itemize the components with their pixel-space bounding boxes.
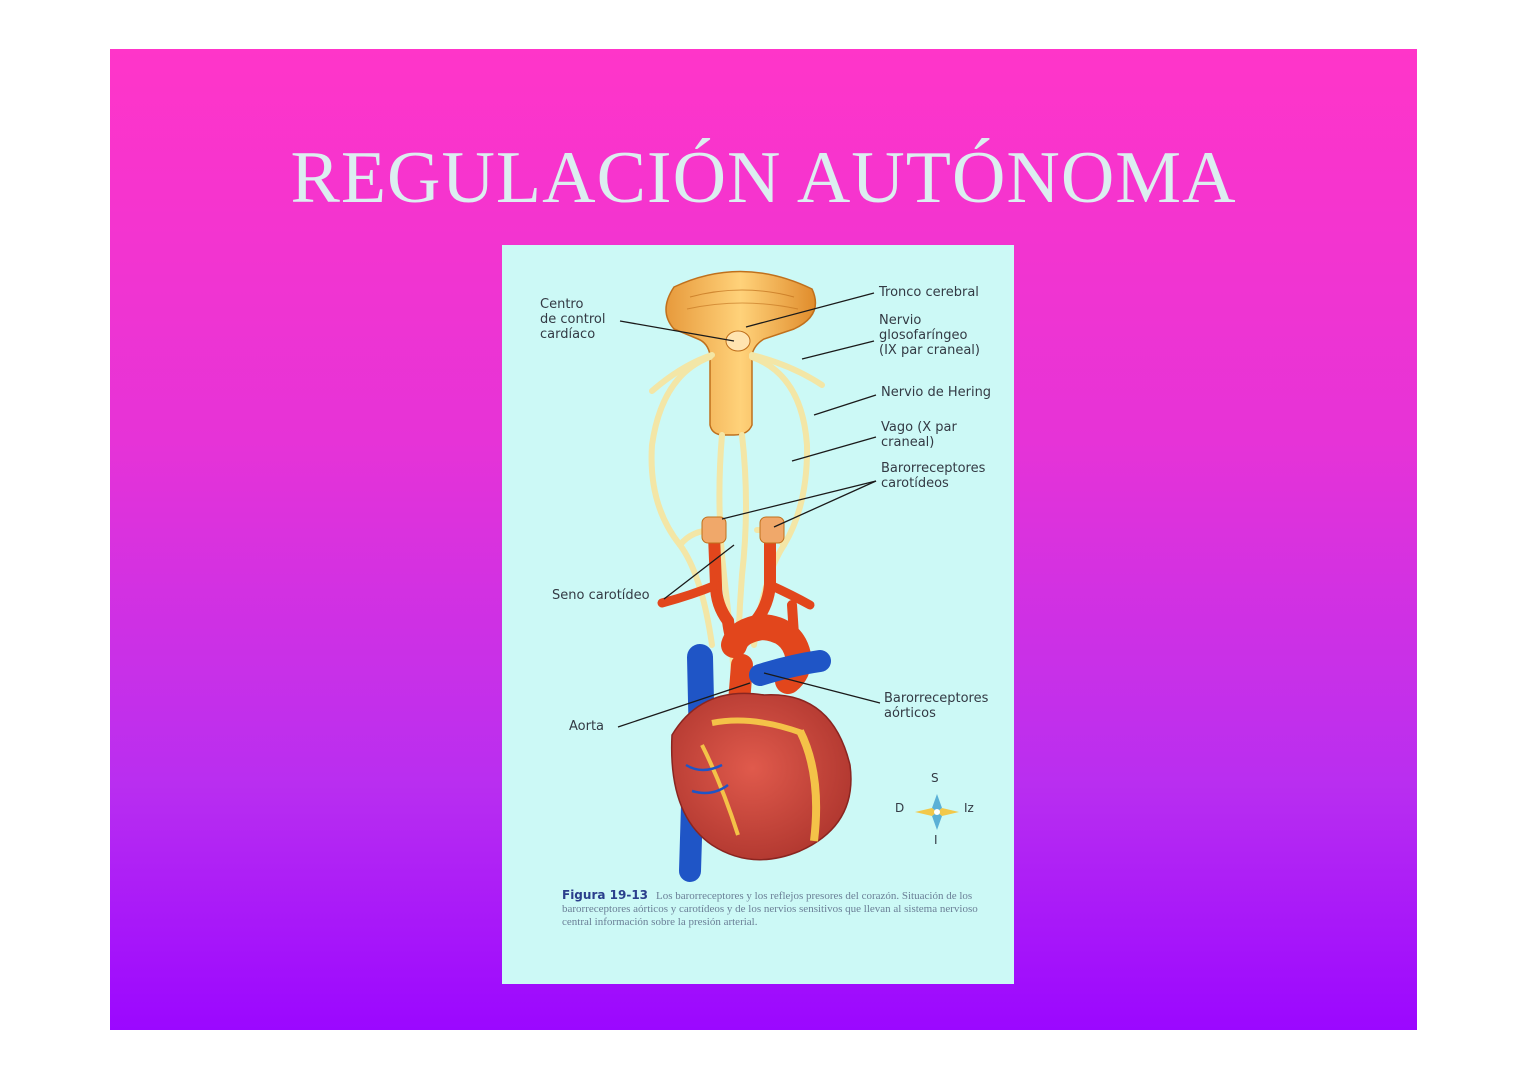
slide-title: REGULACIÓN AUTÓNOMA: [290, 137, 1237, 219]
brainstem: [665, 270, 817, 436]
slide: REGULACIÓN AUTÓNOMA: [110, 49, 1417, 1030]
compass-superior: S: [931, 771, 939, 785]
label-vago: Vago (X par craneal): [881, 420, 957, 450]
carotid-baroreceptor-left: [759, 516, 785, 544]
label-tronco-cerebral: Tronco cerebral: [879, 285, 979, 300]
heart-nerve-illustration: [617, 270, 959, 882]
label-centro-control: Centro de control cardíaco: [540, 297, 606, 342]
label-nervio-glosofaringeo: Nervio glosofaríngeo (IX par craneal): [879, 313, 980, 358]
label-nervio-hering: Nervio de Hering: [881, 385, 992, 400]
compass-izquierda: Iz: [964, 801, 974, 815]
label-seno-carotideo: Seno carotídeo: [552, 588, 650, 603]
leader-lines: [617, 292, 881, 728]
orientation-compass: [915, 794, 959, 830]
caption-text: Los barorreceptores y los reflejos preso…: [562, 890, 978, 928]
label-barorreceptores-aorticos: Barorreceptores aórticos: [884, 691, 989, 721]
carotid-baroreceptor-right: [701, 516, 727, 544]
label-aorta: Aorta: [569, 719, 605, 734]
anatomy-figure: Centro de control cardíaco Tronco cerebr…: [502, 245, 1014, 984]
compass-derecha: D: [895, 801, 905, 815]
label-barorreceptores-carotideos: Barorreceptores carotídeos: [881, 461, 986, 491]
caption-number: Figura 19-13: [562, 888, 649, 902]
compass-inferior: I: [934, 833, 938, 847]
heart: [670, 692, 852, 861]
